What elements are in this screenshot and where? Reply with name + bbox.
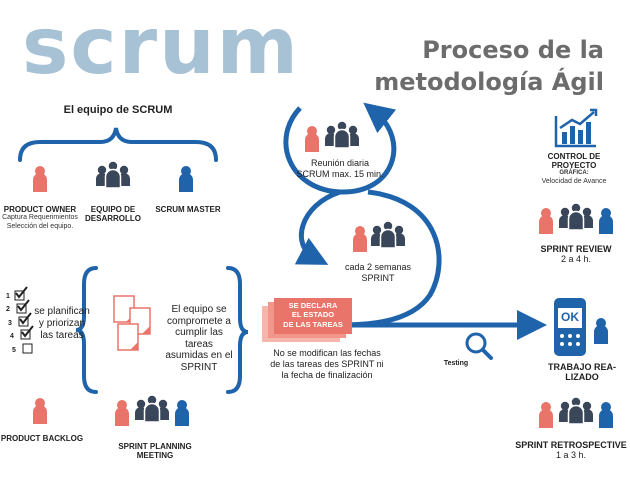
biweekly-text-2: SPRINT <box>361 272 395 283</box>
review-team-icon <box>558 202 594 231</box>
dates-note: No se modifican las fechas de las tareas… <box>262 348 392 380</box>
dev-team-label-1: EQUIPO DE <box>90 205 136 214</box>
retro-owner-icon <box>539 402 553 428</box>
retro-team-icon <box>558 396 594 425</box>
dev-team-label-2: DESARROLLO <box>85 214 141 224</box>
state-cards <box>262 298 352 342</box>
backlog-number-2: 2 <box>6 306 10 314</box>
biweekly-text: cada 2 semanas SPRINT <box>338 262 418 284</box>
title-line-1: Proceso de la <box>422 36 604 64</box>
daily-owner-icon <box>305 126 319 152</box>
review-text: SPRINT REVIEW 2 a 4 h. <box>530 244 622 265</box>
biweekly-owner-icon <box>353 226 367 252</box>
planning-label: SPRINT PLANNING MEETING <box>110 442 200 460</box>
right-bracket <box>226 266 249 394</box>
review-owner-icon <box>539 208 553 234</box>
product-owner-text: PRODUCT OWNER Captura Requerimientos Sel… <box>0 205 80 231</box>
retro-label: SPRINT RETROSPECTIVE <box>515 440 627 450</box>
team-brace <box>18 127 218 162</box>
planning-label-2: MEETING <box>136 451 174 461</box>
checklist-icon <box>14 286 34 354</box>
control-sub-2: Velocidad de Avance <box>541 177 607 185</box>
team-heading: El equipo de SCRUM <box>63 104 173 116</box>
planning-text-4: asumidas en el <box>165 350 233 361</box>
control-text: CONTROL DE PROYECTO GRÁFICA: Velocidad d… <box>526 152 622 186</box>
backlog-number-5: 5 <box>12 346 16 354</box>
product-owner-desc-1: Captura Requerimientos <box>2 214 78 222</box>
page-title: Proceso de la metodología Ágil <box>344 34 604 99</box>
retro-duration: 1 a 3 h. <box>555 450 587 461</box>
state-line-3: DE LAS TAREAS <box>283 319 343 329</box>
biweekly-text-1: cada 2 semanas <box>344 262 412 272</box>
backlog-numbers: 1 2 3 4 5 <box>6 290 16 357</box>
product-owner-icon <box>33 166 47 192</box>
backlog-text: se planifican y priorizan las tareas <box>32 306 92 342</box>
backlog-text-2: y priorizan <box>38 318 86 329</box>
state-line-1: SE DECLARA <box>288 301 338 310</box>
title-line-2: metodología Ágil <box>374 68 604 97</box>
retro-text: SPRINT RETROSPECTIVE 1 a 3 h. <box>512 440 630 461</box>
daily-team-icon <box>324 120 360 149</box>
backlog-number-1: 1 <box>6 293 10 300</box>
sprint-loop <box>339 189 442 328</box>
left-bracket <box>75 266 98 394</box>
planning-master-icon <box>175 400 189 426</box>
done-master-icon <box>594 318 608 344</box>
backlog-number-3: 3 <box>8 319 12 327</box>
backlog-text-1: se planifican <box>34 306 90 317</box>
planning-team-icon <box>134 394 170 423</box>
control-sub-1: GRÁFICA: <box>559 170 589 177</box>
planning-text: El equipo se compromete a cumplir las ta… <box>160 304 238 373</box>
ok-text: OK <box>561 310 579 324</box>
review-duration: 2 a 4 h. <box>560 254 592 265</box>
planning-label-1: SPRINT PLANNING <box>118 442 192 451</box>
state-card-text: SE DECLARA EL ESTADO DE LAS TAREAS <box>274 301 352 329</box>
biweekly-team-icon <box>370 220 406 249</box>
dev-team-text: EQUIPO DE DESARROLLO <box>83 205 143 223</box>
state-line-2: EL ESTADO <box>291 310 335 320</box>
daily-text-2: SCRUM max. 15 min. <box>296 168 384 179</box>
scrum-logo: scrum <box>22 2 300 92</box>
product-owner-label: PRODUCT OWNER <box>3 205 77 214</box>
planning-text-2: compromete a <box>167 315 231 327</box>
review-label: SPRINT REVIEW <box>540 244 612 254</box>
backlog-text-3: las tareas <box>40 330 84 341</box>
testing-magnifier-icon <box>465 332 493 360</box>
planning-text-1: El equipo se <box>171 304 227 315</box>
backlog-number-4: 4 <box>10 333 14 341</box>
product-backlog-label: PRODUCT BACKLOG <box>0 434 84 443</box>
scrum-master-label: SCRUM MASTER <box>155 205 221 214</box>
dev-team-icon <box>95 160 131 189</box>
planning-text-3: cumplir las tareas <box>175 327 223 350</box>
product-owner-desc-2: Selección del equipo. <box>6 222 74 230</box>
ok-device-icon <box>554 298 586 356</box>
planning-owner-icon <box>115 400 129 426</box>
note-line-2: de las tareas des SPRINT ni <box>270 358 384 369</box>
done-label-1: TRABAJO REA- <box>547 362 616 372</box>
chart-icon <box>554 108 598 148</box>
testing-label: Testing <box>443 360 469 367</box>
daily-text-1: Reunión diaria <box>310 158 370 168</box>
note-line-3: la fecha de finalización <box>281 369 373 380</box>
note-line-1: No se modifican las fechas <box>273 348 381 358</box>
done-label-2: LIZADO <box>565 372 599 383</box>
daily-text: Reunión diaria SCRUM max. 15 min. <box>290 158 390 180</box>
sprint-flow <box>294 189 341 265</box>
review-master-icon <box>599 208 613 234</box>
retro-master-icon <box>599 402 613 428</box>
task-documents-icon <box>113 295 151 351</box>
control-label: CONTROL DE PROYECTO <box>547 152 601 171</box>
done-text: TRABAJO REA- LIZADO <box>540 362 624 383</box>
product-backlog-person-icon <box>33 398 47 424</box>
scrum-master-icon <box>179 166 193 192</box>
planning-text-5: SPRINT <box>180 361 218 373</box>
